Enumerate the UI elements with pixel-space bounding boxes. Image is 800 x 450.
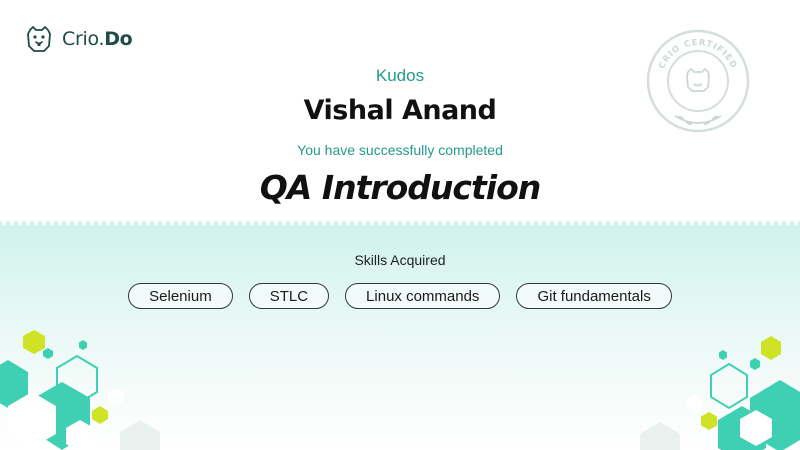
crio-certified-seal: CRIO CERTIFIED	[646, 29, 750, 133]
skill-pill: STLC	[248, 283, 330, 309]
course-title: QA Introduction	[259, 168, 542, 207]
hexagon-decoration-right	[640, 336, 800, 450]
skills-list: Selenium STLC Linux commands Git fundame…	[0, 283, 800, 309]
recipient-name: Vishal Anand	[303, 95, 497, 126]
beaver-logo-icon	[27, 26, 51, 52]
skills-band	[0, 212, 800, 450]
seal-text: CRIO CERTIFIED	[657, 38, 737, 71]
skill-pill: Git fundamentals	[516, 283, 672, 309]
brand-name: Crio.Do	[62, 28, 133, 50]
zigzag-edge	[0, 210, 800, 226]
skill-pill: Linux commands	[345, 283, 501, 309]
crio-logo: Crio.Do	[24, 24, 133, 54]
skill-pill: Selenium	[128, 283, 233, 309]
certificate-header	[0, 0, 800, 230]
completion-text: You have successfully completed	[297, 142, 503, 158]
svg-text:CRIO CERTIFIED: CRIO CERTIFIED	[657, 38, 738, 71]
kudos-label: Kudos	[375, 66, 425, 85]
seal-beaver-icon	[686, 67, 710, 92]
skills-heading: Skills Acquired	[354, 252, 446, 268]
hexagon-decoration-left	[0, 330, 160, 450]
